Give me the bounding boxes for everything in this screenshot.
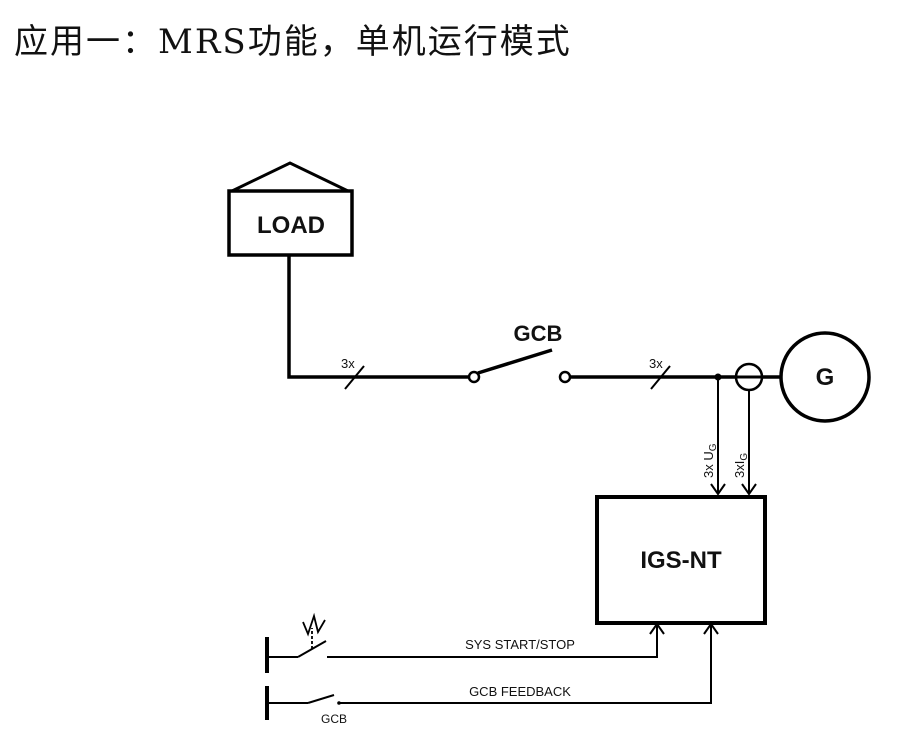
- sys-start-stop-arrow: [649, 622, 665, 635]
- page-title: 应用一：MRS功能，单机运行模式: [14, 22, 572, 62]
- gcb-aux-contact-blade: [307, 694, 335, 704]
- current-sense-label: 3xIG: [732, 453, 750, 478]
- conductor-tick-left: [344, 365, 365, 390]
- gcb-contact-label: GCB: [321, 712, 347, 726]
- igs-nt-controller: IGS-NT: [595, 495, 767, 625]
- gcb-breaker-label: GCB: [514, 321, 563, 346]
- gcb-breaker: GCB: [467, 321, 572, 384]
- generator-label: G: [816, 364, 835, 391]
- gcb-blade: [477, 348, 553, 375]
- sensing-lines: [710, 377, 757, 496]
- load-label: LOAD: [257, 212, 325, 239]
- sys-start-stop-label: SYS START/STOP: [465, 637, 575, 652]
- voltage-sense-arrow: [710, 483, 726, 496]
- conductor-count-right: 3x: [649, 356, 663, 371]
- gcb-contact-right: [558, 370, 572, 384]
- sys-start-stop-input: [265, 612, 665, 673]
- gcb-feedback-label: GCB FEEDBACK: [469, 684, 571, 699]
- gcb-feedback-wire: [340, 626, 712, 704]
- main-bus: [287, 255, 781, 390]
- load-roof: [231, 161, 349, 193]
- conductor-tick-right: [650, 365, 671, 390]
- sys-start-stop-wire: [327, 626, 658, 658]
- pushbutton-head: [302, 612, 326, 637]
- gcb-feedback-input: [265, 622, 719, 720]
- gcb-aux-contact-point: [337, 701, 341, 705]
- load-feeder-line: [287, 255, 470, 379]
- conductor-count-left: 3x: [341, 356, 355, 371]
- gcb-feedback-arrow: [703, 622, 719, 635]
- generator-circle: [779, 331, 871, 423]
- controller-box: [595, 495, 767, 625]
- voltage-sense-label: 3x UG: [701, 443, 719, 478]
- gcb-contact-left: [467, 370, 481, 384]
- current-sense-arrow: [741, 483, 757, 496]
- generator-symbol: G: [779, 331, 871, 423]
- controller-label: IGS-NT: [640, 547, 722, 574]
- load-symbol: LOAD: [227, 161, 354, 257]
